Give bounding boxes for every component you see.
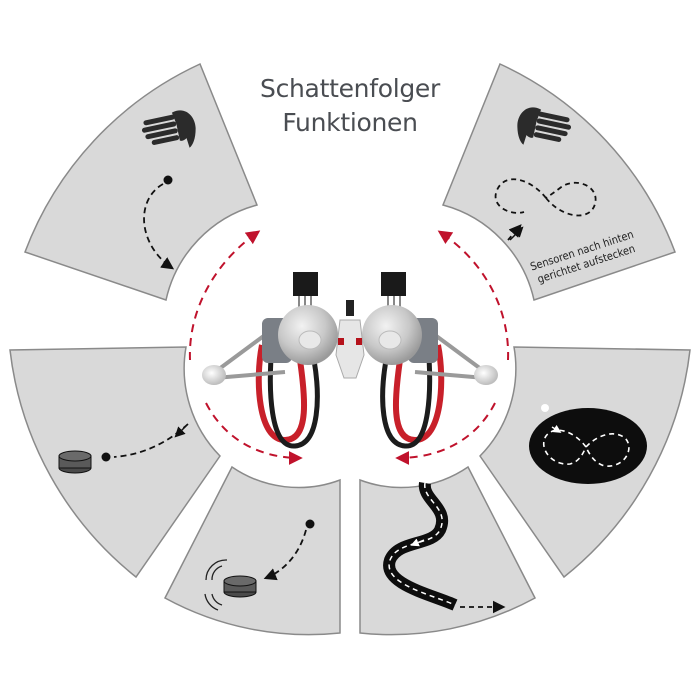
light-dot-icon xyxy=(541,404,549,412)
panel-bottom-left xyxy=(163,465,341,636)
panel-top-left xyxy=(24,62,259,301)
red-arrow-top-left-icon xyxy=(188,230,261,361)
right-sensor-bulb xyxy=(474,365,498,385)
panel-top-right: Sensoren nach hinten gerichtet aufstecke… xyxy=(441,62,676,301)
panel-middle-right xyxy=(479,346,691,579)
title-line-2: Funktionen xyxy=(282,108,418,137)
left-transistor xyxy=(293,272,318,296)
arrow-icon xyxy=(551,424,562,433)
panel-middle-left xyxy=(9,346,221,579)
hand-icon xyxy=(517,107,572,145)
shadow-follower-robot-illustration xyxy=(202,272,498,449)
vibrating-puck-icon xyxy=(204,559,257,611)
left-sensor-bulb xyxy=(202,365,226,385)
puck-icon xyxy=(58,450,92,474)
right-transistor xyxy=(381,272,406,296)
road-track-icon xyxy=(383,481,458,611)
start-dot-icon xyxy=(101,452,111,462)
curved-path-arrow-icon xyxy=(263,529,307,581)
dashed-path-icon xyxy=(113,423,189,458)
rotation-arrows xyxy=(188,230,510,465)
red-arrow-top-right-icon xyxy=(437,230,510,361)
red-arrow-bottom-right-icon xyxy=(395,402,496,465)
arrow-icon xyxy=(174,425,187,438)
white-figure-eight-icon xyxy=(543,429,630,467)
start-dot-icon xyxy=(163,175,173,185)
hand-icon xyxy=(141,110,196,148)
diagram-title: Schattenfolger Funktionen xyxy=(200,72,500,140)
red-arrow-bottom-left-icon xyxy=(205,402,303,465)
start-dot-icon xyxy=(305,519,315,529)
arrow-icon xyxy=(509,226,524,241)
title-line-1: Schattenfolger xyxy=(260,74,440,103)
panel-bottom-right xyxy=(359,465,537,636)
